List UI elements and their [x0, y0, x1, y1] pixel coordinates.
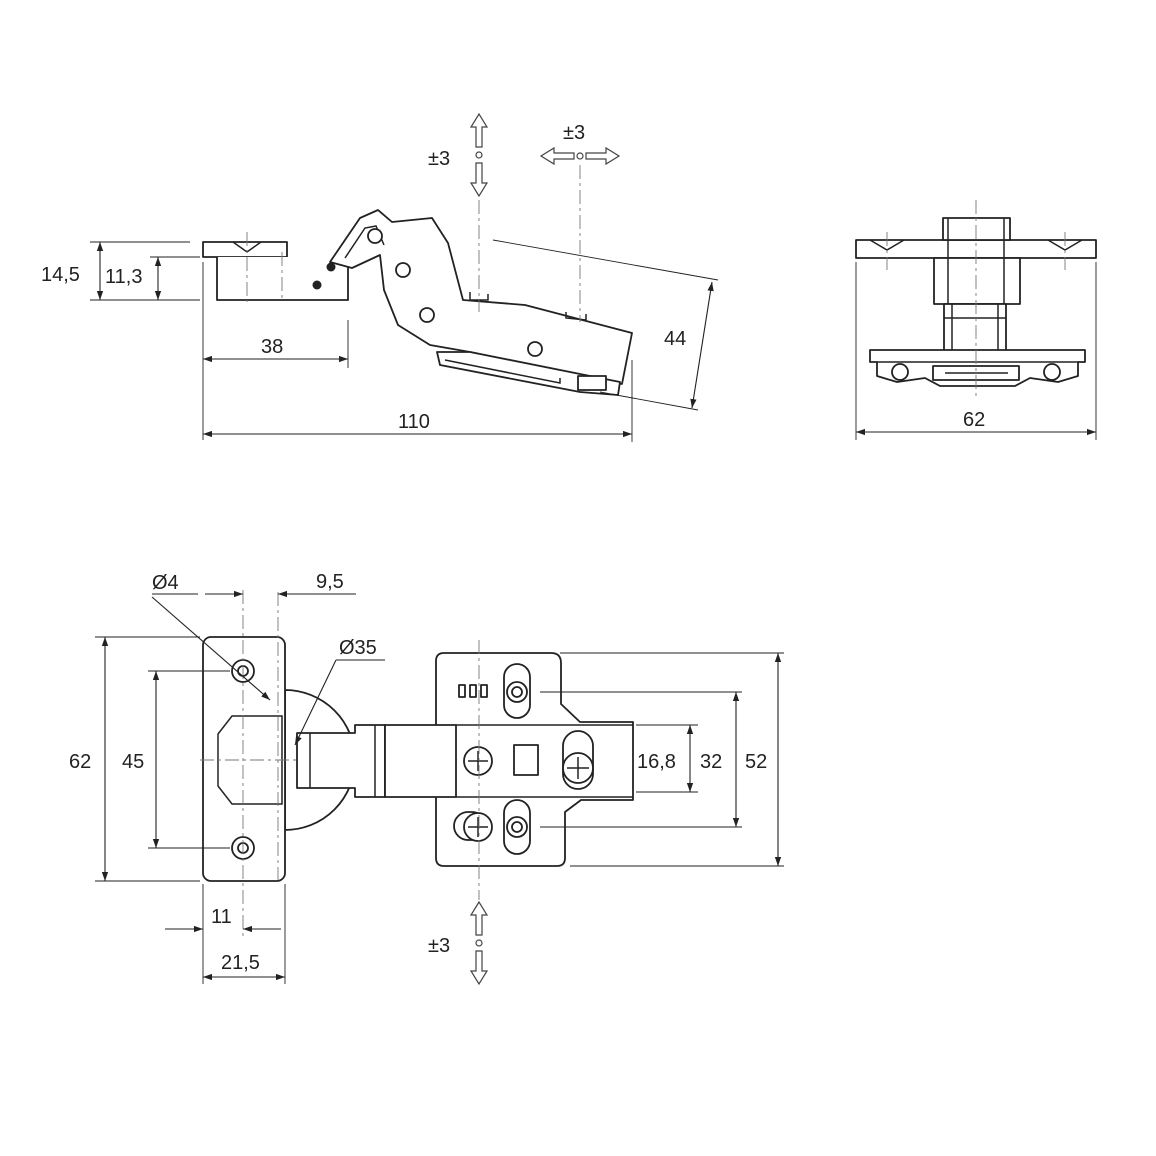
dim-11-3: 11,3	[105, 266, 142, 288]
depth-adjust-label: ±3	[428, 148, 450, 170]
side-view: 14,5 11,3 38 110 44 ±3 ±3	[41, 112, 719, 442]
front-arm-top	[942, 217, 1011, 241]
side-cup-flange	[202, 241, 288, 258]
dim-11: 11	[211, 906, 232, 928]
dim-9-5: 9,5	[316, 571, 344, 593]
slot-bottom	[503, 799, 531, 855]
side-pivot-4	[527, 341, 543, 357]
side-pivot-3	[419, 307, 435, 323]
height-adjust-arrow	[469, 900, 489, 986]
front-view: 62	[855, 200, 1097, 440]
height-adjust-label: ±3	[428, 935, 450, 957]
plan-view: 16,8 32 52 62 45 11 21,5 9,5 Ø4 Ø35	[69, 571, 784, 986]
side-cup-body	[216, 257, 349, 301]
side-rivet-2	[326, 262, 336, 272]
front-cup-body	[933, 257, 1021, 305]
screw-bottom-left	[453, 811, 493, 842]
dim-dia-35: Ø35	[339, 637, 377, 659]
dim-dia-4: Ø4	[152, 572, 179, 594]
plan-square-slot	[513, 744, 539, 776]
side-rivet	[312, 280, 322, 290]
side-hinge-arm	[329, 209, 633, 385]
dim-62: 62	[69, 751, 91, 773]
dim-front-62: 62	[963, 409, 985, 431]
side-adjust-arrow	[539, 146, 621, 166]
dim-14-5: 14,5	[41, 264, 80, 286]
side-pivot-2	[395, 262, 411, 278]
slot-top	[503, 663, 531, 719]
dim-45: 45	[122, 751, 144, 773]
scale-marks	[458, 684, 488, 698]
side-plate-clip	[577, 375, 607, 391]
dim-32: 32	[700, 751, 722, 773]
dim-21-5: 21,5	[221, 952, 260, 974]
dim-52: 52	[745, 751, 767, 773]
dim-38: 38	[261, 336, 283, 358]
screw-left	[463, 746, 493, 776]
dim-44: 44	[664, 328, 686, 350]
dim-110: 110	[398, 411, 430, 433]
depth-adjust-arrow	[469, 112, 489, 198]
dim-16-8: 16,8	[637, 751, 676, 773]
side-pivot-1	[367, 228, 383, 244]
side-adjust-label: ±3	[563, 122, 585, 144]
screw-right	[562, 730, 594, 790]
